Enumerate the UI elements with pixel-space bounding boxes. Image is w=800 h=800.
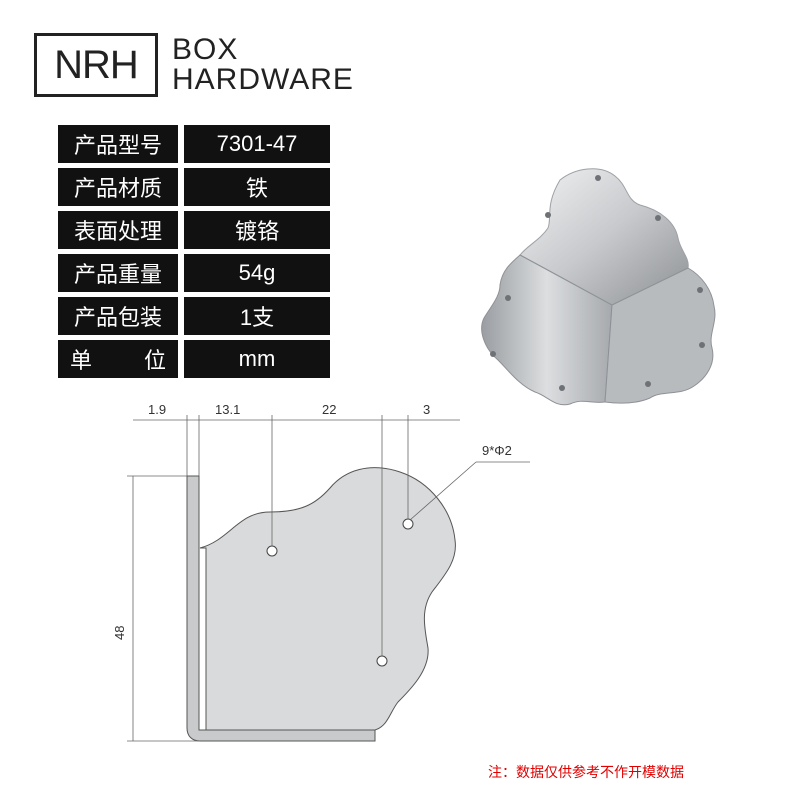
dim-label: 3 — [423, 402, 430, 417]
spec-value: 铁 — [184, 168, 330, 206]
spec-value: 镀铬 — [184, 211, 330, 249]
spec-row-unit: 单 位 mm — [58, 340, 330, 378]
spec-value: 7301-47 — [184, 125, 330, 163]
hole-icon — [655, 215, 661, 221]
spec-label: 产品重量 — [58, 254, 178, 292]
logo-mark: NRH — [34, 33, 158, 97]
drill-hole — [402, 518, 414, 530]
spec-row-package: 产品包装 1支 — [58, 297, 330, 335]
spec-row-weight: 产品重量 54g — [58, 254, 330, 292]
brand-name: BOX HARDWARE — [172, 35, 354, 95]
hole-icon — [699, 342, 705, 348]
dim-label: 22 — [322, 402, 336, 417]
spec-label: 产品材质 — [58, 168, 178, 206]
spec-row-finish: 表面处理 镀铬 — [58, 211, 330, 249]
spec-label-part: 位 — [143, 349, 166, 374]
spec-value: 1支 — [184, 297, 330, 335]
spec-label: 产品型号 — [58, 125, 178, 163]
logo-text: NRH — [54, 42, 139, 87]
technical-drawing: 1.9 13.1 22 3 9*Φ2 48 — [112, 402, 530, 742]
drill-hole — [266, 545, 278, 557]
hole-icon — [490, 351, 496, 357]
spec-row-model: 产品型号 7301-47 — [58, 125, 330, 163]
hole-icon — [595, 175, 601, 181]
hole-spec-label: 9*Φ2 — [482, 443, 512, 458]
hole-icon — [645, 381, 651, 387]
spec-label: 单 位 — [58, 340, 178, 378]
dim-label: 13.1 — [215, 402, 240, 417]
spec-value: 54g — [184, 254, 330, 292]
corner-right-face — [604, 267, 716, 404]
spec-label: 产品包装 — [58, 297, 178, 335]
height-dim-label: 48 — [112, 626, 127, 640]
brand-line-1: BOX — [172, 33, 239, 66]
spec-table: 产品型号 7301-47 产品材质 铁 表面处理 镀铬 产品重量 54g 产品包… — [58, 125, 330, 383]
hole-icon — [559, 385, 565, 391]
disclaimer-note: 注：数据仅供参考不作开模数据 — [488, 765, 684, 781]
spec-row-material: 产品材质 铁 — [58, 168, 330, 206]
hole-icon — [545, 212, 551, 218]
hole-icon — [697, 287, 703, 293]
corner-top-face — [519, 168, 689, 306]
profile-outline — [186, 475, 376, 742]
dim-label: 1.9 — [148, 402, 166, 417]
brand-line-2: HARDWARE — [172, 63, 354, 96]
drill-hole — [376, 655, 388, 667]
hole-icon — [505, 295, 511, 301]
plate-outline — [199, 467, 456, 731]
spec-label-part: 单 — [70, 349, 93, 374]
corner-left-face — [481, 254, 613, 406]
spec-value: mm — [184, 340, 330, 378]
spec-label: 表面处理 — [58, 211, 178, 249]
product-photo — [481, 168, 716, 406]
